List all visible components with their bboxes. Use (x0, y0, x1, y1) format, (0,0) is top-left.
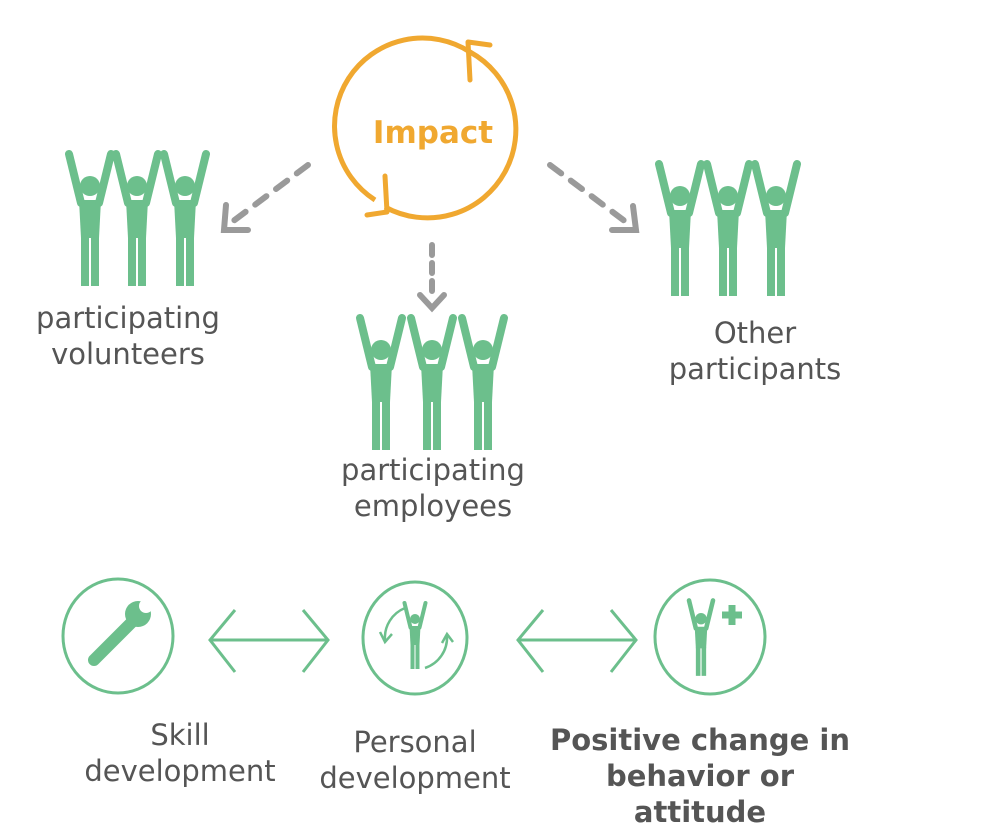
volunteers-label: participating volunteers (36, 300, 220, 372)
others-label: Other participants (669, 315, 842, 387)
label-line: participants (668, 352, 842, 386)
double-arrow-1 (208, 609, 330, 673)
arrow-to-others (547, 162, 629, 225)
wrench-icon (61, 577, 175, 695)
arrow-to-volunteers (229, 162, 311, 225)
label-line: development (84, 754, 276, 788)
cycle-arrowhead-bottom (364, 173, 390, 218)
arrowhead-employees (417, 292, 447, 313)
person-plus-icon (653, 578, 767, 696)
label-line: development (319, 761, 511, 795)
volunteers-people-icon (69, 154, 206, 286)
personal-label: Personal development (319, 724, 510, 796)
label-line: Other (713, 316, 797, 350)
person-cycle-icon (361, 580, 469, 696)
cycle-arrowhead-top (465, 39, 493, 83)
double-arrow-2 (516, 609, 638, 673)
positive-label: Positive change in behavior or attitude (550, 722, 850, 830)
label-line: Positive change in (549, 723, 851, 757)
label-line: participating (36, 301, 220, 335)
others-people-icon (659, 164, 797, 296)
impact-cycle: Impact (332, 35, 519, 221)
employees-label: participating employees (341, 452, 525, 524)
label-line: volunteers (51, 337, 205, 371)
arrowhead-volunteers (220, 202, 251, 233)
arrowhead-others (609, 203, 640, 233)
skill-label: Skill development (84, 717, 275, 789)
label-line: employees (353, 489, 513, 523)
label-line: Personal (353, 725, 477, 759)
label-line: behavior or (605, 759, 795, 793)
label-line: participating (341, 453, 525, 487)
impact-label: Impact (373, 115, 493, 151)
label-line: attitude (633, 795, 767, 829)
employees-people-icon (360, 318, 504, 450)
label-line: Skill (150, 718, 210, 752)
